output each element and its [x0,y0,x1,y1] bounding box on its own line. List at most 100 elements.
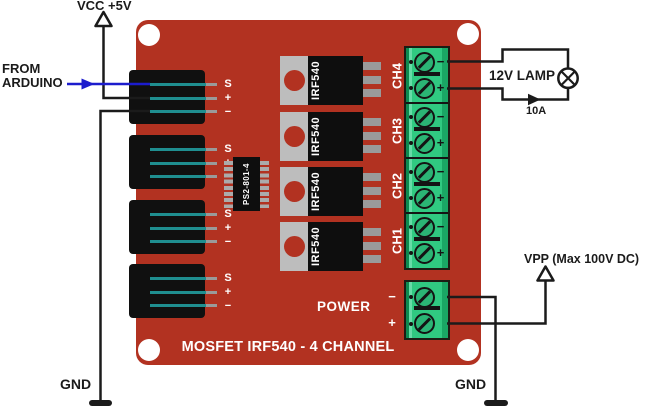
terminal-screw [414,242,435,264]
terminal-screw [414,187,435,209]
pin-tip [206,96,217,100]
ic-pins-right [260,161,269,208]
pin [150,212,206,216]
pin [150,290,206,294]
pin-tip [206,161,217,165]
optocoupler-ic [233,157,260,211]
mosfet-pin [363,89,381,97]
ic-pins-left [224,161,233,208]
gnd-left-label: GND [60,376,92,392]
terminal-plus: + [436,245,445,260]
terminal-divider [414,182,440,186]
mosfet-pin [363,75,381,84]
mosfet-body [308,112,363,161]
mosfet-pin [363,173,381,181]
pin-label-plus: + [224,92,232,104]
channel-label-ch3: CH3 [389,117,405,144]
power-minus-label: − [388,289,396,304]
pin [150,226,206,230]
mosfet-pin [363,241,381,250]
pin-label-minus: − [224,105,232,118]
mosfet-label: IRF540 [310,116,322,157]
pin-tip [206,147,217,151]
channel-label-ch1: CH1 [389,227,405,254]
mounting-hole [457,23,479,45]
mosfet-pin [363,118,381,126]
pin-tip [206,304,217,307]
arduino-label-line1: FROM [2,61,41,76]
mosfet-pin [363,145,381,153]
terminal-minus: − [436,164,445,179]
terminal-dot [408,60,413,64]
mosfet-pin [363,255,381,263]
terminal-minus: − [436,54,445,69]
pin-label-s: S [224,78,232,90]
pin-tip [206,110,217,113]
terminal-divider [414,72,440,76]
pin-label-minus: − [224,299,232,312]
ic-label: PS2-801-4 [242,163,251,205]
terminal-divider [414,127,440,131]
gnd-right-icon [484,400,508,406]
pin [150,240,206,243]
terminal-dot [408,115,413,119]
terminal-plus: + [436,190,445,205]
board-title: MOSFET IRF540 - 4 CHANNEL [181,339,395,355]
terminal-dot [408,170,413,174]
lamp-icon [557,67,579,90]
pin-tip [206,175,217,178]
pin [150,304,206,307]
terminal-dot [408,86,413,90]
mosfet-tab-hole [284,126,305,147]
pin-tip [206,212,217,216]
terminal-divider [414,306,440,310]
gnd-left-icon [89,400,112,406]
mosfet-pin [363,186,381,195]
mosfet-label: IRF540 [310,60,322,101]
terminal-plus: + [436,80,445,95]
terminal-minus: − [436,219,445,234]
pin [150,82,206,86]
mosfet-tab-hole [284,236,305,257]
gnd-right-label: GND [455,376,487,392]
pin-label-plus: + [224,286,232,298]
mosfet-tab-hole [284,181,305,202]
pin-label-s: S [224,272,232,284]
mounting-hole [457,339,479,361]
lamp-label: 12V LAMP [489,68,556,83]
mosfet-pin [363,62,381,70]
pin [150,175,206,178]
terminal-plus: + [436,135,445,150]
terminal-screw [414,161,435,183]
power-label: POWER [317,299,371,314]
pin [150,147,206,151]
terminal-dot [408,251,413,255]
mosfet-body [308,167,363,216]
pin-label-s: S [224,143,232,155]
pin-tip [206,226,217,230]
lamp-current-label: 10A [526,105,547,117]
terminal-separator [406,157,448,159]
terminal-screw [414,77,435,99]
vcc-label: VCC +5V [77,0,132,13]
terminal-screw [414,313,435,334]
terminal-screw [414,51,435,73]
terminal-separator [406,102,448,104]
terminal-dot [408,141,413,145]
pin-label-minus: − [224,235,232,248]
vpp-arrow-icon [536,265,555,282]
pin-tip [206,240,217,243]
mosfet-pin [363,200,381,208]
terminal-dot [408,196,413,200]
terminal-dot [408,295,413,299]
pin-label-s: S [224,208,232,220]
mosfet-pin [363,131,381,140]
mosfet-tab-hole [284,70,305,91]
mounting-hole [138,24,160,46]
arduino-label-line2: ARDUINO [2,75,63,90]
pin-tip [206,276,217,280]
pin-label-plus: + [224,222,232,234]
mosfet-body [308,222,363,271]
pin-tip [206,82,217,86]
pin [150,276,206,280]
